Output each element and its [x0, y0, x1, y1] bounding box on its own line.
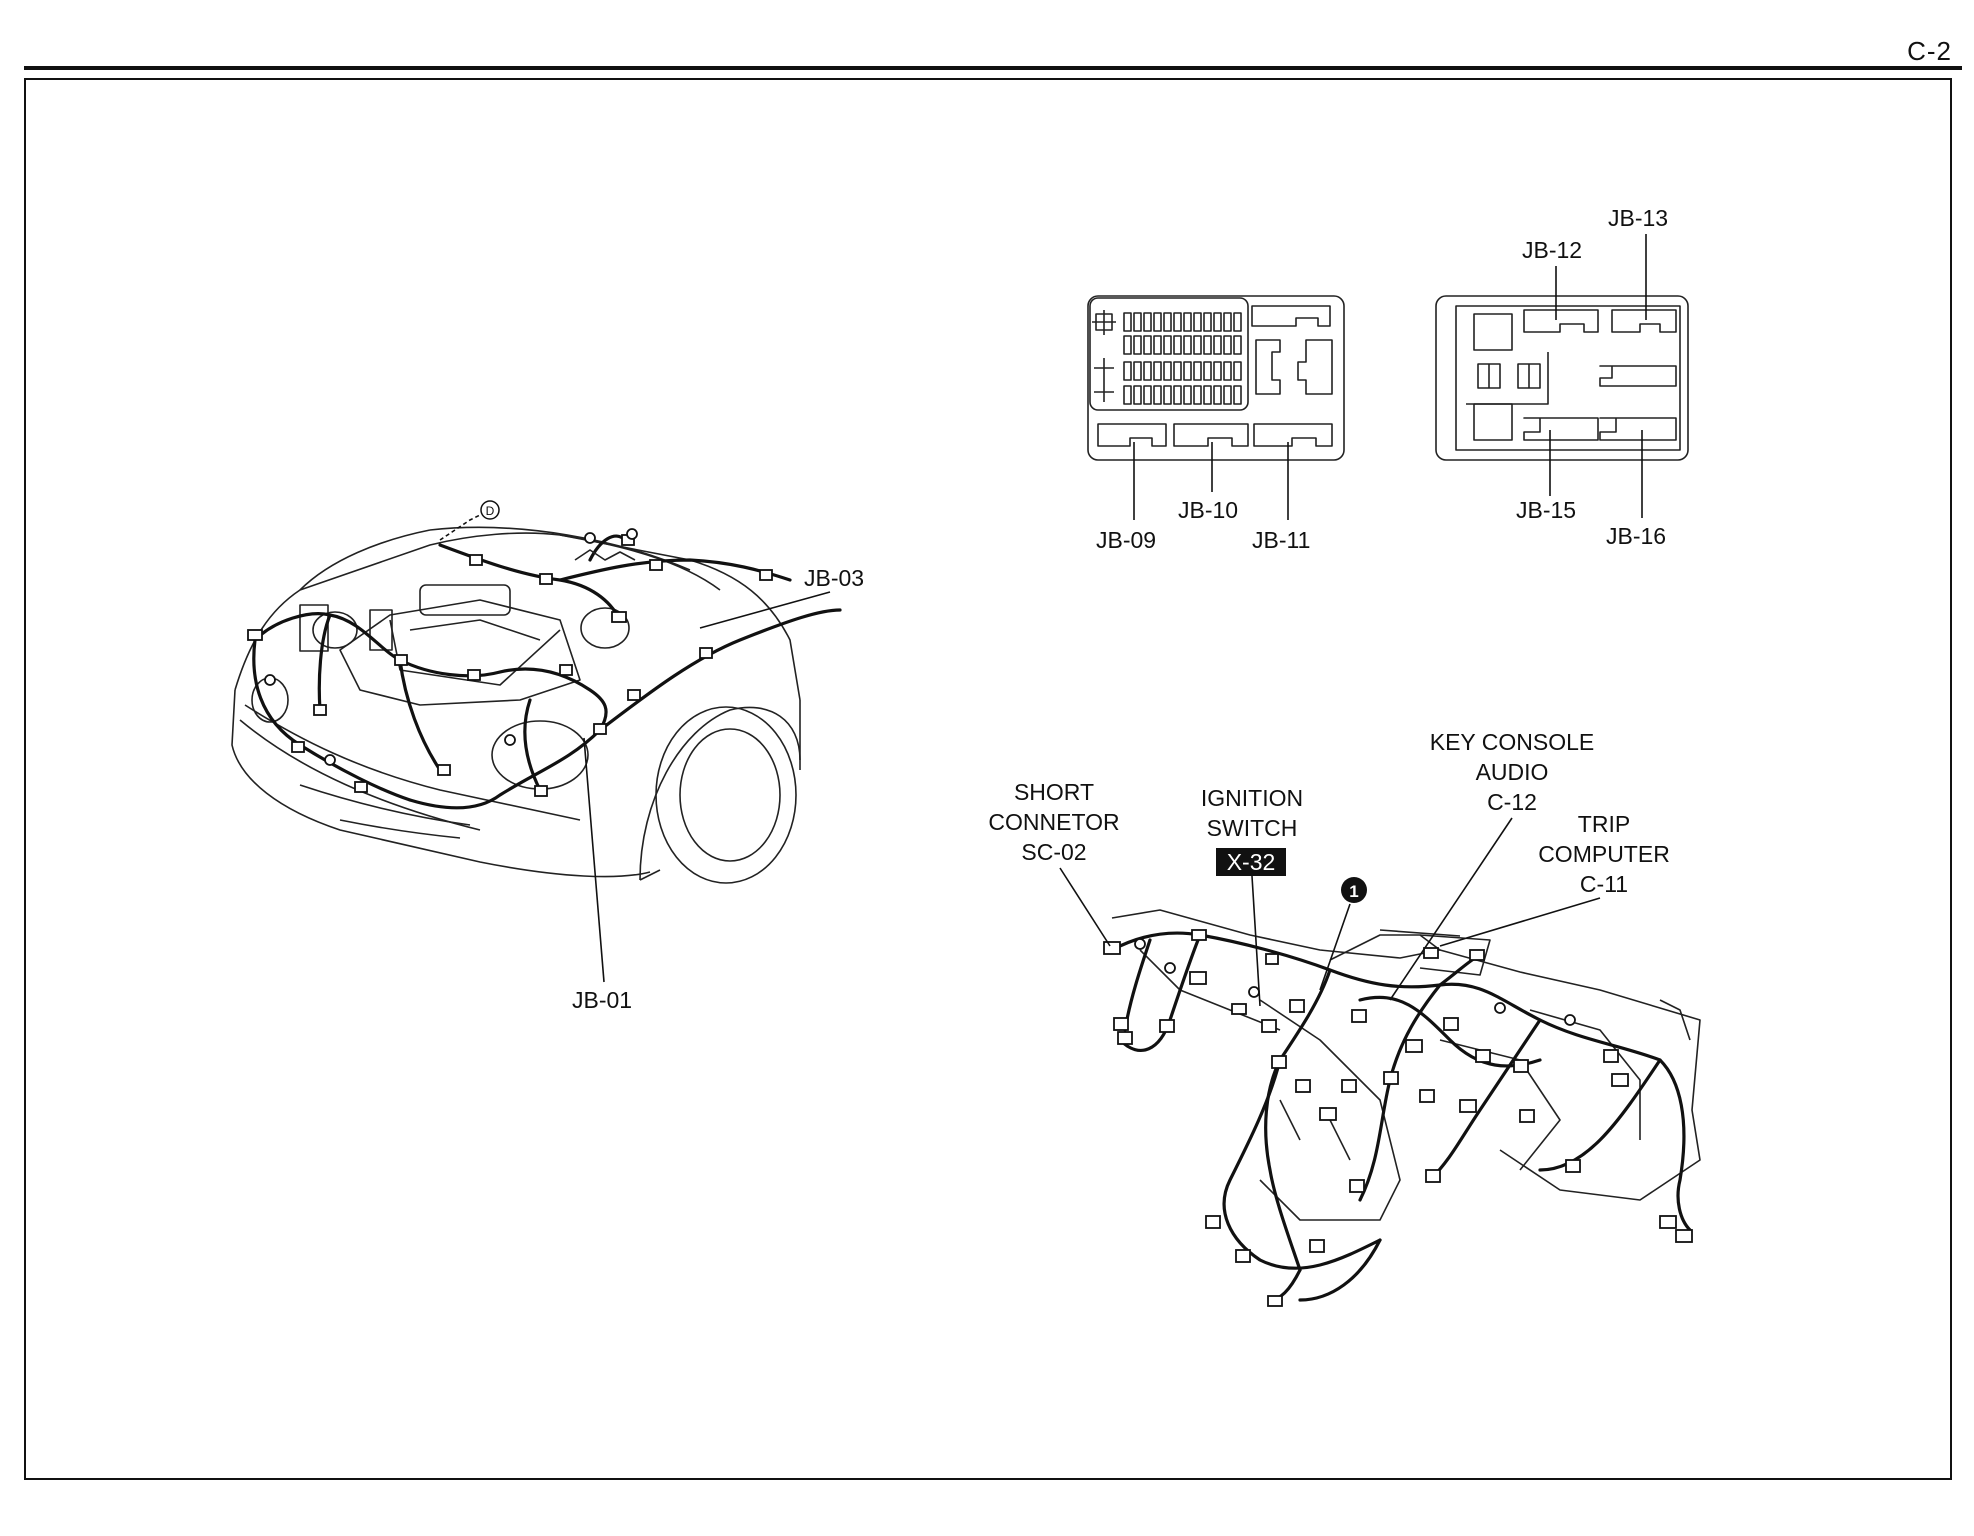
short-connector-code: SC-02 — [1021, 839, 1086, 865]
point-d-marker: D — [439, 500, 500, 541]
key-console-line1: KEY CONSOLE — [1430, 729, 1594, 755]
trip-computer-callout: TRIP COMPUTER C-11 — [1439, 811, 1670, 947]
connector-jb16 — [1599, 417, 1677, 441]
point-d-label: D — [486, 504, 495, 518]
jb03-callout: JB-03 — [699, 565, 864, 629]
trip-computer-line1: TRIP — [1578, 811, 1630, 837]
diagram-frame — [24, 78, 1952, 1480]
header-rule — [24, 66, 1962, 70]
ignition-switch-code: X-32 — [1227, 849, 1276, 875]
jb01-label: JB-01 — [572, 987, 632, 1013]
key-console-line2: AUDIO — [1476, 759, 1549, 785]
trip-computer-line2: COMPUTER — [1538, 841, 1670, 867]
jb15-label: JB-15 — [1516, 497, 1576, 523]
jb01-callout: JB-01 — [572, 737, 632, 1013]
connector-jb15 — [1523, 417, 1599, 441]
jb16-label: JB-16 — [1606, 523, 1666, 549]
connector-jb10 — [1173, 423, 1249, 447]
marker-1: 1 — [1319, 877, 1367, 991]
short-connector-line1: SHORT — [1014, 779, 1094, 805]
short-connector-line2: CONNETOR — [988, 809, 1119, 835]
connector-jb11 — [1253, 423, 1333, 447]
jb09-label: JB-09 — [1096, 527, 1156, 553]
connector-jb13 — [1611, 309, 1677, 333]
ignition-switch-line1: IGNITION — [1201, 785, 1303, 811]
fuse-grid — [1092, 310, 1242, 405]
engine-bay-illustration — [231, 526, 842, 884]
junction-block-right: JB-12 JB-13 JB-15 JB-16 — [1435, 205, 1689, 549]
key-console-code: C-12 — [1487, 789, 1537, 815]
page-number: C-2 — [1907, 36, 1952, 66]
dash-harness-illustration — [1103, 909, 1701, 1307]
key-console-audio-callout: KEY CONSOLE AUDIO C-12 — [1389, 729, 1594, 1001]
jb03-label: JB-03 — [804, 565, 864, 591]
connector-top-right — [1251, 305, 1331, 327]
ignition-switch-line2: SWITCH — [1207, 815, 1298, 841]
ignition-switch-callout: IGNITION SWITCH X-32 — [1201, 785, 1303, 1007]
ignition-switch-code-box — [1216, 848, 1286, 876]
connector-jb09 — [1097, 423, 1167, 447]
jb11-label: JB-11 — [1252, 527, 1310, 553]
marker-1-label: 1 — [1349, 882, 1358, 901]
short-connector-callout: SHORT CONNETOR SC-02 — [988, 779, 1120, 947]
jb12-label: JB-12 — [1522, 237, 1582, 263]
jb10-label: JB-10 — [1178, 497, 1238, 523]
connector-jb12 — [1523, 309, 1599, 333]
trip-computer-code: C-11 — [1580, 871, 1628, 897]
jb13-label: JB-13 — [1608, 205, 1668, 231]
junction-block-left: JB-09 JB-10 JB-11 — [1087, 295, 1345, 553]
